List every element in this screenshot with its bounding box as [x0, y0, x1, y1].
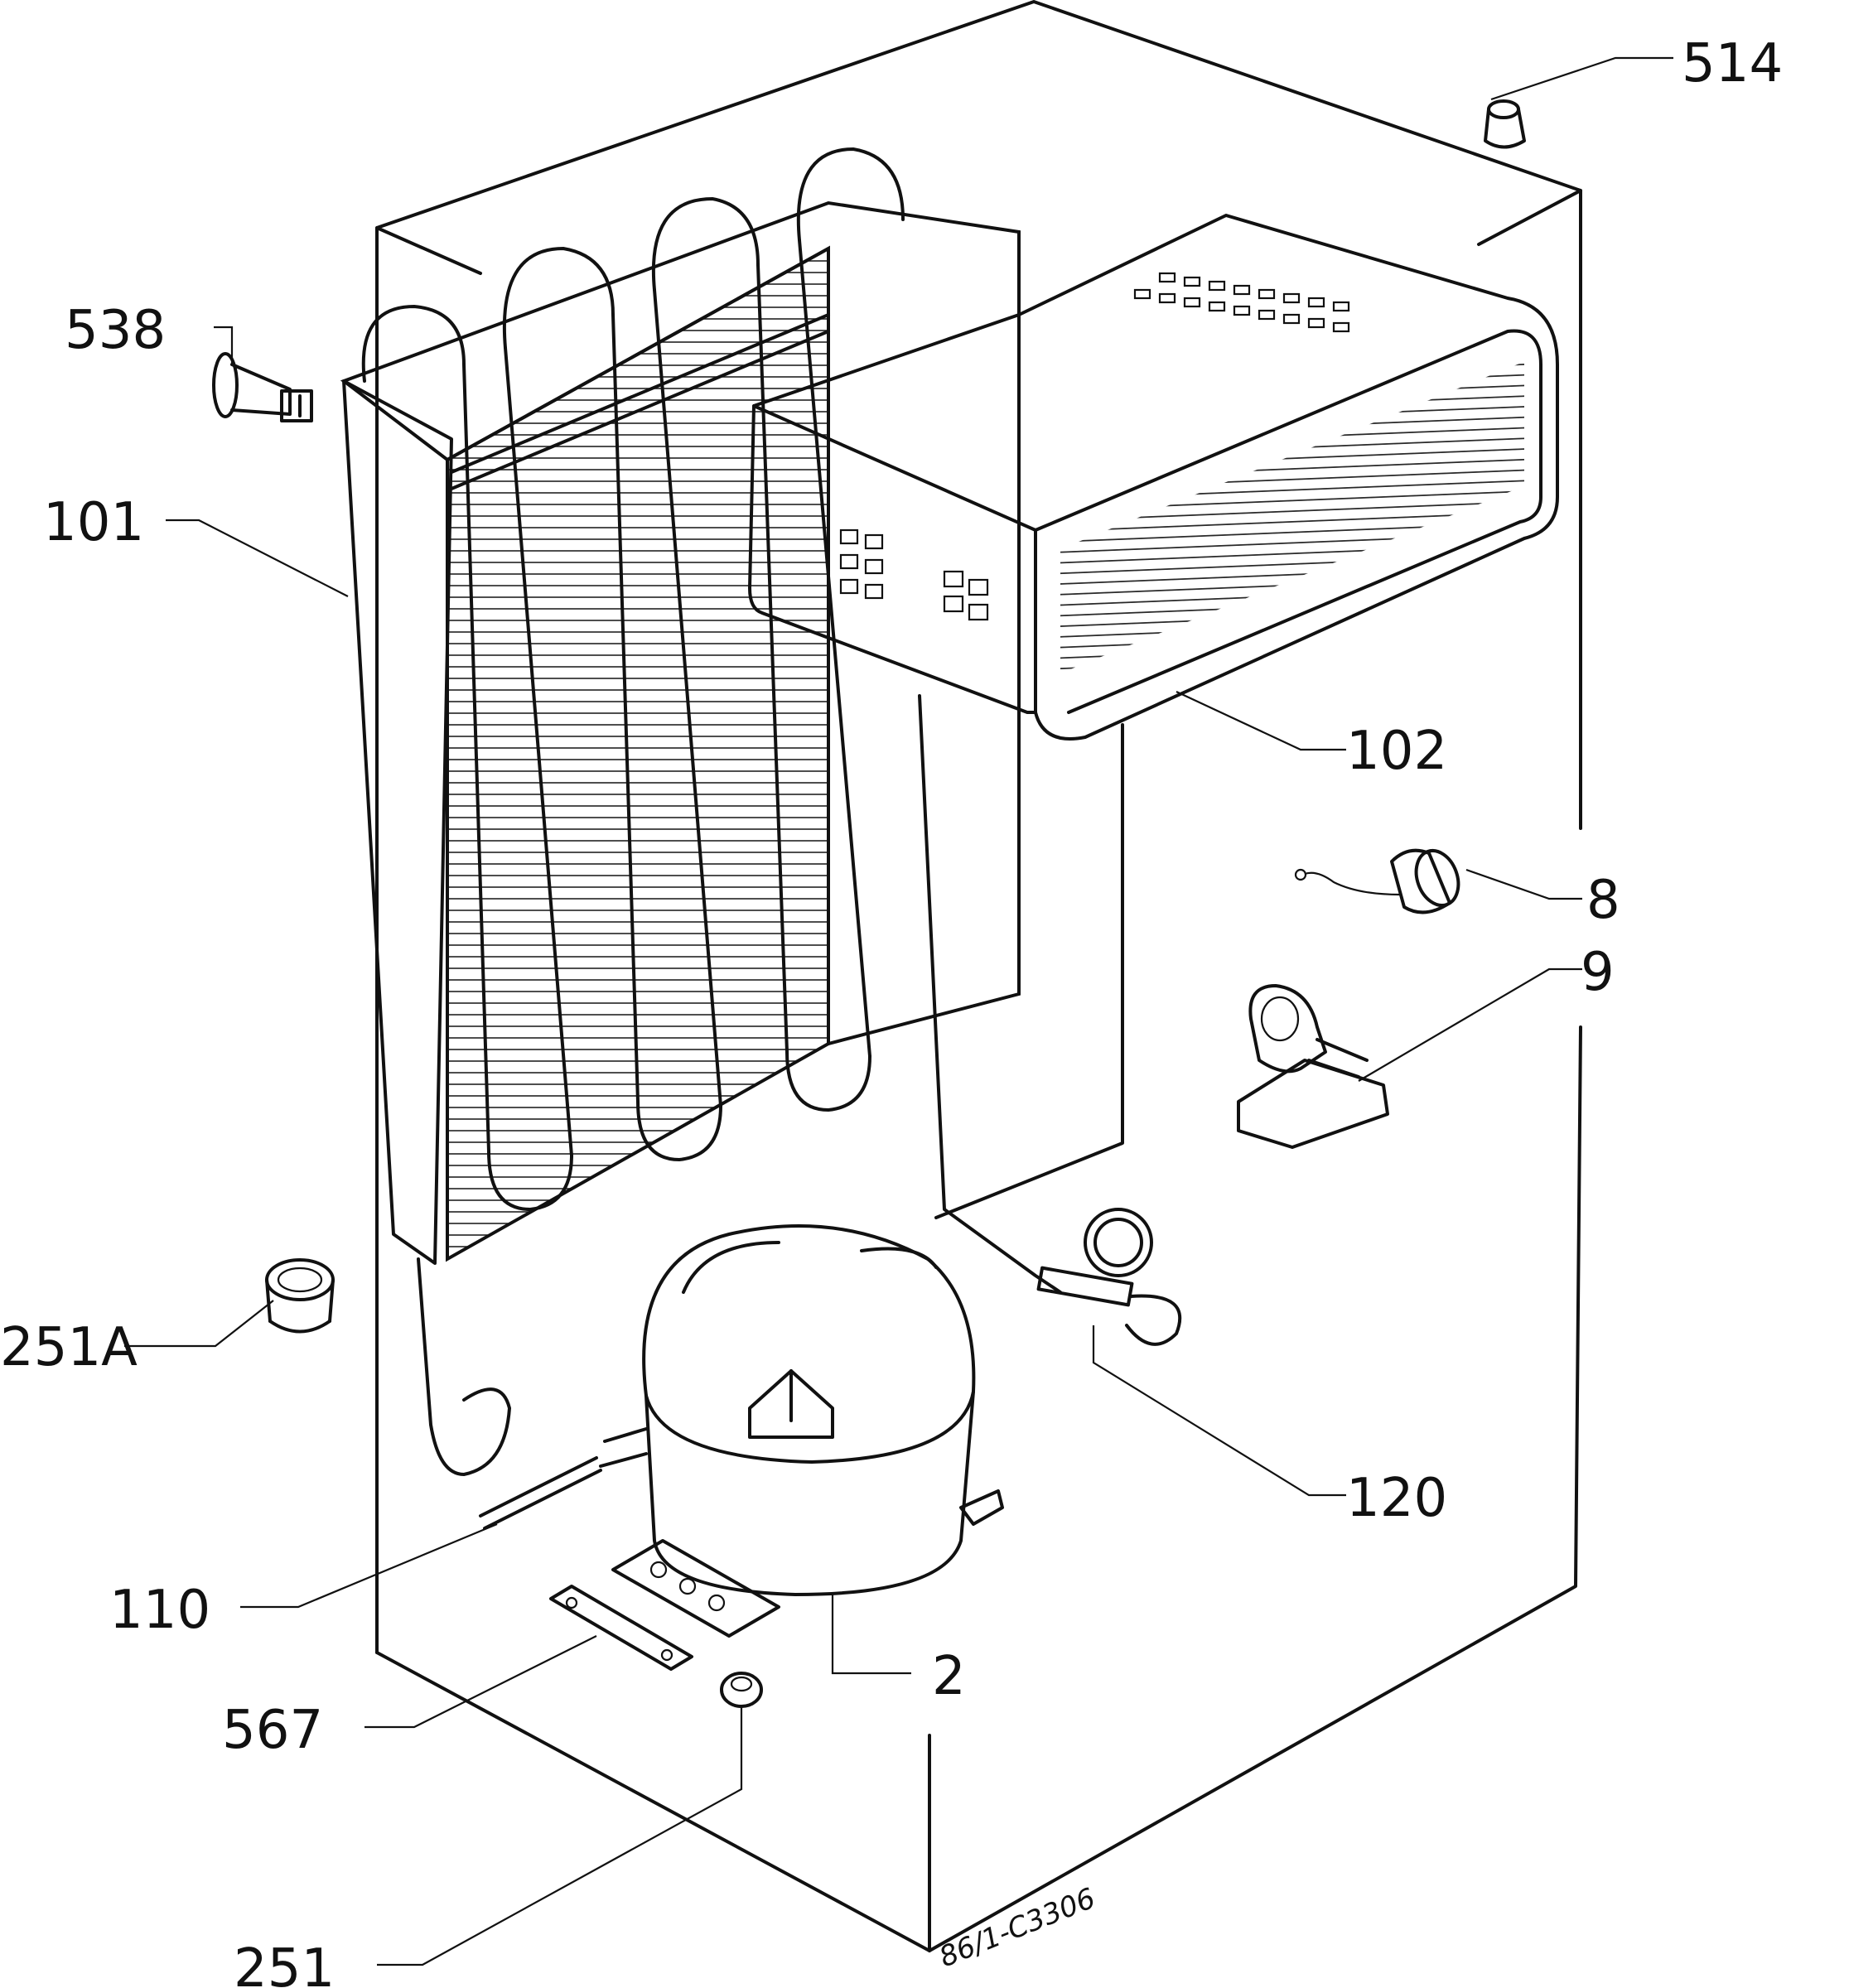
- cabinet-outline: [375, 0, 1582, 1952]
- label-110: 110: [109, 1580, 210, 1641]
- label-251: 251: [234, 1938, 335, 1988]
- filler-pipe: [479, 1456, 602, 1530]
- top-cap: [1484, 99, 1526, 149]
- label-538: 538: [65, 300, 166, 361]
- label-8: 8: [1586, 870, 1620, 931]
- label-514: 514: [1682, 33, 1783, 94]
- label-567: 567: [222, 1700, 323, 1761]
- nut: [720, 1672, 763, 1708]
- evaporator: [748, 214, 1559, 741]
- compressor: [599, 1224, 1004, 1638]
- part-labels: 514 538 101 102 8 9 251A 120 110 2 567 2…: [0, 33, 1783, 1988]
- label-9: 9: [1581, 942, 1615, 1003]
- drain-plug: [212, 352, 313, 422]
- leader-lines: [124, 56, 1673, 1966]
- label-101: 101: [43, 492, 144, 553]
- drawing-code: 86/1-C3306: [934, 1882, 1099, 1975]
- mounting-strip: [549, 1585, 693, 1671]
- grommet: [265, 1258, 335, 1334]
- capillary-tubes: [417, 694, 1124, 1476]
- label-251A: 251A: [0, 1317, 138, 1378]
- drier: [1036, 1208, 1182, 1346]
- label-2: 2: [932, 1646, 966, 1707]
- condenser: [340, 147, 1021, 1265]
- thermostat-sensor: [1294, 848, 1460, 914]
- label-120: 120: [1346, 1468, 1447, 1529]
- label-102: 102: [1346, 721, 1447, 782]
- thermostat-bracket: [1237, 984, 1389, 1149]
